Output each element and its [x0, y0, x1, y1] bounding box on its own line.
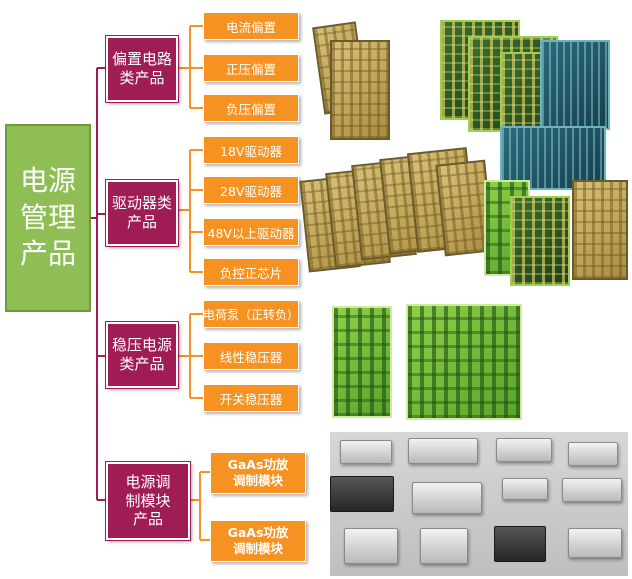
leaf-label: 负控正芯片: [219, 265, 283, 281]
chip-image: [406, 304, 522, 420]
module-image: [340, 440, 392, 464]
chip-image: [332, 306, 392, 418]
chip-image: [510, 196, 570, 286]
root-node: 电源管理产品: [5, 124, 91, 312]
leaf-label: 18V驱动器: [220, 143, 282, 159]
category-label: 驱动器类 产品: [111, 194, 172, 231]
leaf-label: 48V以上驱动器: [207, 225, 295, 241]
leaf-gaas-pa-modulation-module-2: GaAs功放 调制模块: [210, 520, 306, 562]
module-image: [562, 478, 622, 502]
leaf-label: GaAs功放 调制模块: [227, 524, 289, 556]
module-image: [502, 478, 548, 500]
leaf-18v-driver: 18V驱动器: [203, 136, 299, 164]
module-image: [412, 482, 482, 514]
leaf-28v-driver: 28V驱动器: [203, 176, 299, 204]
module-image: [420, 528, 468, 564]
modulation-module-photo: [330, 432, 628, 576]
category-label: 电源调 制模块 产品: [125, 472, 171, 529]
chip-image: [500, 126, 606, 190]
leaf-charge-pump: 电荷泵（正转负）: [203, 300, 299, 328]
module-image: [408, 438, 478, 464]
leaf-label: 线性稳压器: [219, 349, 283, 365]
module-image: [568, 528, 622, 558]
leaf-negative-bias: 负压偏置: [203, 94, 299, 122]
leaf-gaas-pa-modulation-module-1: GaAs功放 调制模块: [210, 452, 306, 494]
category-label: 偏置电路 类产品: [111, 50, 172, 87]
category-drivers: 驱动器类 产品: [105, 179, 179, 247]
category-label: 稳压电源 类产品: [111, 336, 172, 373]
leaf-label: 28V驱动器: [220, 183, 282, 199]
category-voltage-regulators: 稳压电源 类产品: [105, 321, 179, 389]
leaf-positive-bias: 正压偏置: [203, 54, 299, 82]
category-power-modulation-modules: 电源调 制模块 产品: [105, 461, 191, 541]
module-image: [494, 526, 546, 562]
module-image: [344, 528, 398, 564]
module-image: [568, 442, 618, 466]
module-image: [496, 438, 552, 462]
leaf-label: 正压偏置: [225, 61, 276, 77]
leaf-label: 电流偏置: [225, 19, 276, 35]
chip-image: [330, 40, 390, 140]
chip-image: [540, 40, 610, 130]
leaf-linear-regulator: 线性稳压器: [203, 342, 299, 370]
leaf-48v-driver: 48V以上驱动器: [203, 218, 299, 246]
module-image: [330, 476, 394, 512]
leaf-label: 负压偏置: [225, 101, 276, 117]
category-bias-circuits: 偏置电路 类产品: [105, 35, 179, 103]
leaf-label: 开关稳压器: [219, 391, 283, 407]
chip-image: [572, 180, 628, 280]
root-label: 电源管理产品: [19, 164, 76, 271]
leaf-current-bias: 电流偏置: [203, 12, 299, 40]
leaf-negative-to-positive-chip: 负控正芯片: [203, 258, 299, 286]
leaf-label: 电荷泵（正转负）: [203, 307, 300, 322]
leaf-label: GaAs功放 调制模块: [227, 456, 289, 488]
leaf-switching-regulator: 开关稳压器: [203, 384, 299, 412]
